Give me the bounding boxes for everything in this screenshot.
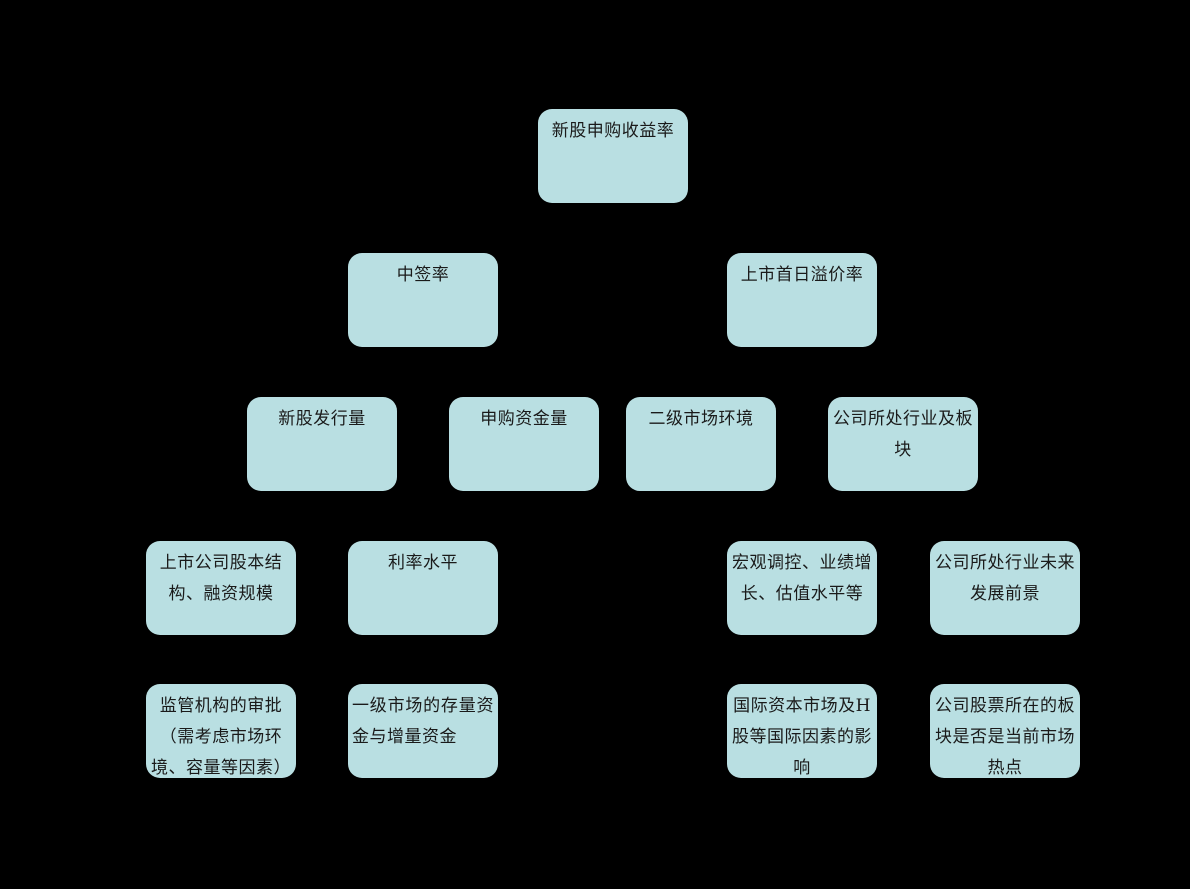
node-label: 二级市场环境 xyxy=(648,409,754,429)
node-label: 新股申购收益率 xyxy=(551,121,675,141)
node-subscription-funds: 申购资金量 xyxy=(449,397,599,491)
node-label: 监管机构的审批（需考虑市场环境、容量等因素） xyxy=(151,696,291,778)
node-label: 上市首日溢价率 xyxy=(740,265,864,285)
node-label: 新股发行量 xyxy=(278,409,366,429)
node-label: 上市公司股本结构、融资规模 xyxy=(159,553,283,604)
node-label: 申购资金量 xyxy=(480,409,568,429)
node-secondary-market: 二级市场环境 xyxy=(626,397,776,491)
node-label: 国际资本市场及H股等国际因素的影响 xyxy=(732,696,872,778)
node-international-factors: 国际资本市场及H股等国际因素的影响 xyxy=(727,684,877,778)
node-primary-market-funds: 一级市场的存量资金与增量资金 xyxy=(348,684,498,778)
node-industry-outlook: 公司所处行业未来发展前景 xyxy=(930,541,1080,635)
node-ipo-subscription-return: 新股申购收益率 xyxy=(538,109,688,203)
node-label: 利率水平 xyxy=(388,553,458,573)
node-label: 公司所处行业未来发展前景 xyxy=(935,553,1075,604)
node-label: 中签率 xyxy=(396,265,450,285)
node-regulatory-approval: 监管机构的审批（需考虑市场环境、容量等因素） xyxy=(146,684,296,778)
node-label: 一级市场的存量资金与增量资金 xyxy=(352,696,494,747)
node-capital-structure: 上市公司股本结构、融资规模 xyxy=(146,541,296,635)
node-allotment-rate: 中签率 xyxy=(348,253,498,347)
node-industry-sector: 公司所处行业及板块 xyxy=(828,397,978,491)
node-new-issue-volume: 新股发行量 xyxy=(247,397,397,491)
node-first-day-premium: 上市首日溢价率 xyxy=(727,253,877,347)
node-label: 公司所处行业及板块 xyxy=(833,409,973,460)
node-label: 宏观调控、业绩增长、估值水平等 xyxy=(732,553,872,604)
node-macro-control: 宏观调控、业绩增长、估值水平等 xyxy=(727,541,877,635)
node-label: 公司股票所在的板块是否是当前市场热点 xyxy=(935,696,1075,778)
node-sector-hotspot: 公司股票所在的板块是否是当前市场热点 xyxy=(930,684,1080,778)
node-interest-rate: 利率水平 xyxy=(348,541,498,635)
